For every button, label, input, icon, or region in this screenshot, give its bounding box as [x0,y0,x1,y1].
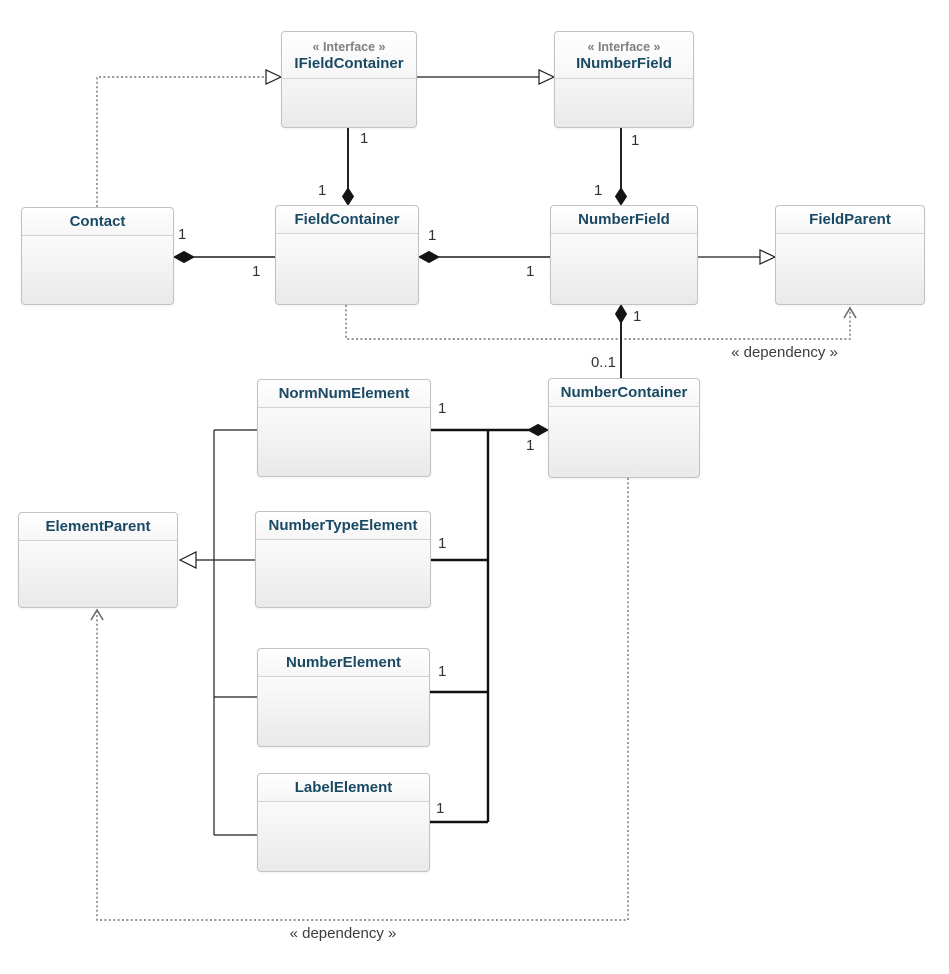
multiplicity-label: 1 [318,182,327,199]
edge-elements-generalize-elementparent [178,429,257,836]
class-box-fieldparent[interactable]: FieldParent [775,205,925,305]
class-box-numberfield[interactable]: NumberField [550,205,698,305]
class-header: « Interface » INumberField [555,32,693,79]
dependency-label: « dependency » [289,925,397,942]
class-header: FieldParent [776,206,924,234]
class-header: ElementParent [19,513,177,541]
edge-elements-numbercontainer-composition [430,423,550,824]
composition-diamond-icon [614,187,628,206]
composition-diamond-icon [614,304,628,324]
class-box-numbercontainer[interactable]: NumberContainer [548,378,700,478]
class-box-fieldcontainer[interactable]: FieldContainer [275,205,419,305]
class-header: FieldContainer [276,206,418,234]
class-box-numberelement[interactable]: NumberElement [257,648,430,747]
class-name: NumberContainer [560,384,688,401]
composition-diamond-icon [526,423,550,437]
class-name: NumberTypeElement [268,517,418,534]
multiplicity-label: 1 [594,182,603,199]
multiplicity-label: 1 [436,800,445,817]
class-name: IFieldContainer [294,54,404,72]
multiplicity-label: 1 [360,130,369,147]
multiplicity-label: 1 [428,227,437,244]
class-header: NumberTypeElement [256,512,430,540]
multiplicity-label: 0..1 [590,354,616,371]
generalization-arrow-icon [178,551,197,569]
multiplicity-label: 1 [633,308,642,325]
generalization-arrow-icon [538,69,556,85]
dependency-arrow-icon [843,306,857,319]
multiplicity-label: 1 [438,663,447,680]
edge-fieldcontainer-numberfield-composition [417,250,550,264]
class-name: Contact [69,213,126,230]
class-name: FieldParent [809,211,891,228]
edge-numberfield-numbercontainer-composition [614,304,628,378]
edge-numbercontainer-dependency-elementparent [90,478,629,921]
class-header: NumberField [551,206,697,234]
edge-fieldcontainer-dependency-fieldparent [345,305,857,340]
class-header: Contact [22,208,173,236]
dependency-label: « dependency » [731,344,838,361]
edge-contact-fieldcontainer-composition [172,250,275,264]
class-name: NormNumElement [278,385,410,402]
composition-diamond-icon [341,187,355,206]
class-name: NumberElement [285,654,402,671]
multiplicity-label: 1 [438,400,447,417]
class-box-ifieldcontainer[interactable]: « Interface » IFieldContainer [281,31,417,128]
class-name: FieldContainer [294,211,400,228]
edge-ifieldcontainer-fieldcontainer-composition [341,128,355,206]
class-box-inumberfield[interactable]: « Interface » INumberField [554,31,694,128]
class-header: LabelElement [258,774,429,802]
multiplicity-label: 1 [438,535,447,552]
edge-ifieldcontainer-generalizes-inumberfield [417,69,556,85]
class-header: NumberContainer [549,379,699,407]
generalization-arrow-icon [759,249,777,265]
multiplicity-label: 1 [631,132,640,149]
class-header: NumberElement [258,649,429,677]
dependency-arrow-icon [90,608,104,621]
class-box-labelelement[interactable]: LabelElement [257,773,430,872]
edge-inumberfield-numberfield-composition [614,128,628,206]
multiplicity-label: 1 [526,437,535,454]
interface-stereotype: « Interface » [312,39,386,54]
class-box-elementparent[interactable]: ElementParent [18,512,178,608]
generalization-arrow-icon [265,69,283,85]
class-name: LabelElement [294,779,393,796]
class-box-contact[interactable]: Contact [21,207,174,305]
class-box-normnumelement[interactable]: NormNumElement [257,379,431,477]
class-header: NormNumElement [258,380,430,408]
interface-stereotype: « Interface » [587,39,661,54]
class-name: ElementParent [45,518,151,535]
class-name: NumberField [578,211,670,228]
multiplicity-label: 1 [178,226,187,243]
class-box-numbertypeelement[interactable]: NumberTypeElement [255,511,431,608]
composition-diamond-icon [172,250,196,264]
multiplicity-label: 1 [252,263,261,280]
multiplicity-label: 1 [526,263,535,280]
class-header: « Interface » IFieldContainer [282,32,416,79]
edge-contact-realizes-ifieldcontainer [96,69,283,207]
composition-diamond-icon [417,250,441,264]
edge-numberfield-generalizes-fieldparent [698,249,777,265]
class-name: INumberField [576,54,672,72]
